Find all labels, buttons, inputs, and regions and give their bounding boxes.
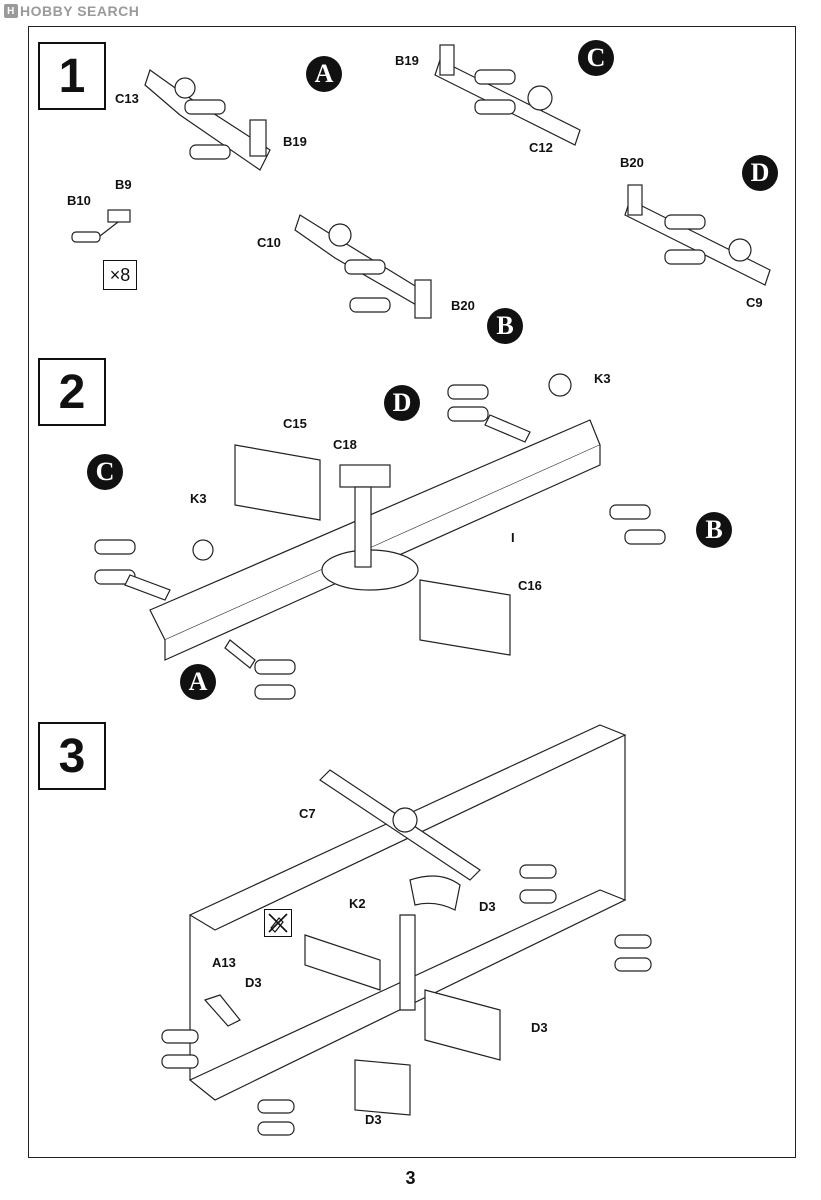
badge-step2-c: C [87, 454, 123, 490]
bogie-assembly-d [624, 184, 771, 286]
bogie-step2-c [94, 539, 171, 601]
no-cement-icon [264, 909, 292, 937]
quantity-multiplier: ×8 [103, 260, 137, 290]
badge-step2-a: A [180, 664, 216, 700]
badge-step2-b: B [696, 512, 732, 548]
pin-b9-b10 [71, 209, 131, 243]
badge-step1-b: B [487, 308, 523, 344]
label-k3-left: K3 [190, 491, 207, 506]
label-c9: C9 [746, 295, 763, 310]
label-d3-right: D3 [531, 1020, 548, 1035]
label-b20-d: B20 [620, 155, 644, 170]
label-b19-c: B19 [395, 53, 419, 68]
badge-step2-d: D [384, 385, 420, 421]
badge-step1-a: A [306, 56, 342, 92]
label-d3-bottom: D3 [365, 1112, 382, 1127]
bogie-step2-d [447, 384, 531, 443]
bogie-step2-a [224, 639, 296, 700]
label-d3-top: D3 [479, 899, 496, 914]
chassis-frame-step3 [188, 724, 627, 1116]
chassis-frame-step2 [149, 373, 601, 661]
part-a13 [203, 994, 241, 1027]
label-c10: C10 [257, 235, 281, 250]
badge-step1-d: D [742, 155, 778, 191]
label-c12: C12 [529, 140, 553, 155]
watermark: H HOBBY SEARCH [4, 3, 139, 19]
label-b20-b: B20 [451, 298, 475, 313]
label-d3-left: D3 [245, 975, 262, 990]
label-c16: C16 [518, 578, 542, 593]
instruction-frame [28, 26, 796, 1158]
label-b19-a: B19 [283, 134, 307, 149]
bogie-step2-b [609, 504, 666, 545]
bogie-assembly-a [144, 69, 271, 171]
label-a13: A13 [212, 955, 236, 970]
label-i: I [511, 530, 515, 545]
bogie-assembly-c [434, 44, 581, 146]
label-c15: C15 [283, 416, 307, 431]
step-1-number: 1 [38, 42, 106, 110]
step-2-number: 2 [38, 358, 106, 426]
step-3-number: 3 [38, 722, 106, 790]
label-b10: B10 [67, 193, 91, 208]
watermark-text: HOBBY SEARCH [20, 3, 140, 19]
hobby-search-logo-icon: H [4, 4, 18, 18]
label-c13: C13 [115, 91, 139, 106]
badge-step1-c: C [578, 40, 614, 76]
page-number: 3 [405, 1168, 416, 1188]
label-b9: B9 [115, 177, 132, 192]
label-k2: K2 [349, 896, 366, 911]
label-k3-right: K3 [594, 371, 611, 386]
label-c7: C7 [299, 806, 316, 821]
label-c18: C18 [333, 437, 357, 452]
bogie-step3-left [161, 1029, 295, 1136]
bogie-step3-right [519, 864, 652, 972]
bogie-assembly-b [294, 214, 432, 319]
